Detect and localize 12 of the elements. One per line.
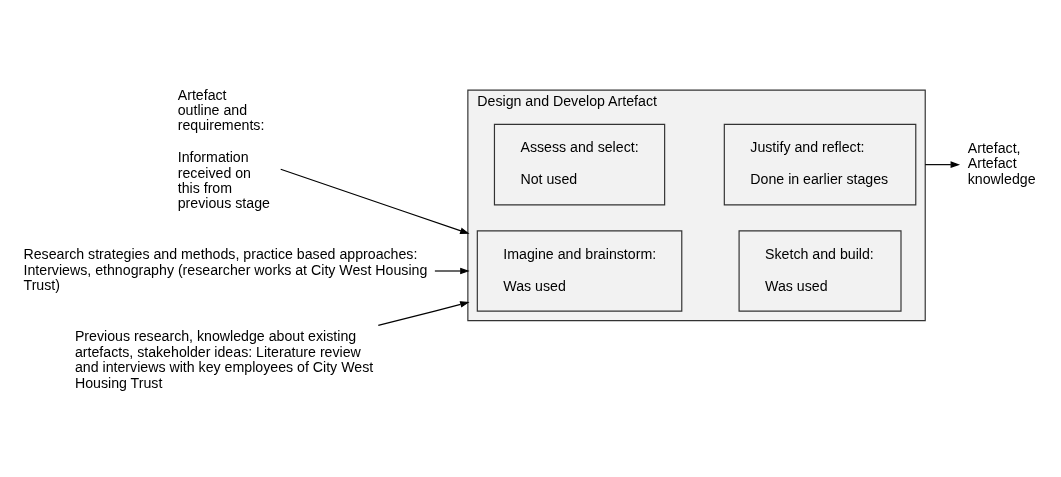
node-text: Previous research, knowledge about existing artefacts, stakeholder ideas: Literature review and interviews with key employees of City West Housing Trust [74,328,374,391]
arrow [434,267,470,275]
node-box: Justify and reflect: Done in earlier stages [723,123,917,206]
node-box: Sketch and build: Was used [738,230,902,312]
arrow [280,168,470,234]
node-box: Assess and select: Not used [493,123,666,206]
node-text: Artefact outline and requirements: Information received on this from previous stage [177,86,270,212]
arrow [924,161,961,168]
node-text: Research strategies and methods, practice based approaches: Interviews, ethnography (researcher works at City West Housing Trust) [23,246,428,294]
arrow [377,301,470,326]
node-box: Imagine and brainstorm: Was used [476,230,683,312]
node-text: Artefact, Artefact knowledge [967,139,1036,187]
